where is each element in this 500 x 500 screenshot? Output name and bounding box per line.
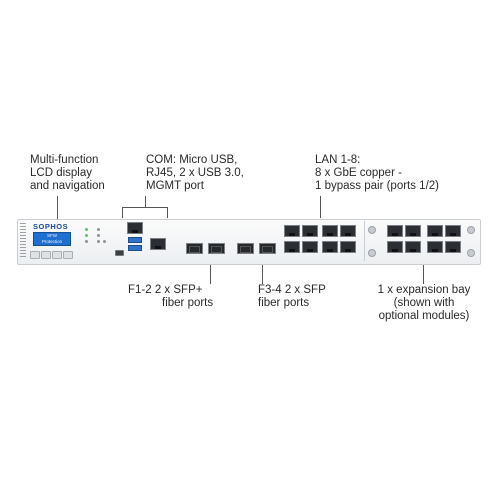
- status-led: [103, 240, 106, 243]
- lan-port-4[interactable]: [302, 241, 318, 253]
- com-line-1: COM: Micro USB,: [146, 154, 238, 166]
- module-port[interactable]: [405, 241, 421, 253]
- multifunction-line-2: LCD display: [30, 167, 92, 179]
- module-port[interactable]: [387, 241, 403, 253]
- multifunction-leader: [57, 196, 58, 220]
- com-line-2: RJ45, 2 x USB 3.0,: [146, 167, 244, 179]
- module-port[interactable]: [427, 241, 443, 253]
- lcd-line-2: Protection: [41, 238, 63, 244]
- com-line-3: MGMT port: [146, 180, 204, 192]
- bay-screw-icon: [467, 226, 475, 234]
- lan-leader: [320, 196, 321, 218]
- status-led: [85, 234, 88, 237]
- sfp-plus-port-f2[interactable]: [208, 243, 225, 254]
- nav-button-right[interactable]: [63, 251, 73, 259]
- sfp-port-f3[interactable]: [237, 243, 254, 254]
- multifunction-line-3: and navigation: [30, 180, 105, 192]
- nav-button-up[interactable]: [41, 251, 51, 259]
- expansion-line-2: (shown with: [393, 297, 455, 309]
- f34-line-1: F3-4 2 x SFP: [258, 284, 326, 296]
- module-port[interactable]: [445, 241, 461, 253]
- lan-line-3: 1 bypass pair (ports 1/2): [315, 180, 440, 192]
- lan-line-1: LAN 1-8:: [315, 154, 361, 166]
- lan-port-3[interactable]: [302, 225, 318, 237]
- f12-line-1: F1-2 2 x SFP+: [128, 284, 203, 296]
- status-led: [97, 228, 100, 231]
- lan-port-1[interactable]: [284, 225, 300, 237]
- f34-line-2: fiber ports: [258, 297, 310, 309]
- micro-usb-port[interactable]: [115, 250, 124, 256]
- usb-port-2[interactable]: [128, 245, 142, 251]
- status-led: [85, 240, 88, 243]
- status-led: [97, 234, 100, 237]
- vent-grille: [20, 223, 26, 259]
- lan-port-7[interactable]: [340, 225, 356, 237]
- bay-screw-icon: [467, 249, 475, 257]
- com-rj45-port[interactable]: [127, 222, 143, 234]
- multifunction-label: Multi-function LCD display and navigatio…: [30, 154, 105, 193]
- lan-port-2[interactable]: [284, 241, 300, 253]
- lan-line-2: 8 x GbE copper -: [315, 167, 402, 179]
- lcd-display: SFW Protection: [33, 232, 71, 246]
- bay-screw-icon: [368, 226, 376, 234]
- multifunction-line-1: Multi-function: [30, 154, 99, 166]
- sfp-plus-port-f1[interactable]: [186, 243, 203, 254]
- nav-button-down[interactable]: [52, 251, 62, 259]
- nav-button-left[interactable]: [30, 251, 40, 259]
- expansion-line-3: optional modules): [378, 310, 470, 322]
- lan-label: LAN 1-8: 8 x GbE copper - 1 bypass pair …: [315, 154, 439, 193]
- status-led: [85, 228, 88, 231]
- mgmt-port[interactable]: [150, 238, 166, 250]
- f12-line-2: fiber ports: [162, 297, 214, 309]
- expansion-leader: [423, 262, 424, 284]
- bay-screw-icon: [368, 249, 376, 257]
- sfp-port-f4[interactable]: [259, 243, 276, 254]
- status-led: [97, 240, 100, 243]
- module-port[interactable]: [445, 225, 461, 237]
- lcd-line-1: SFW: [47, 233, 57, 238]
- com-leader: [145, 196, 146, 208]
- expansion-line-1: 1 x expansion bay: [377, 284, 471, 296]
- com-bracket: [122, 207, 168, 218]
- f12-label: F1-2 2 x SFP+ fiber ports: [128, 284, 213, 310]
- brand-logo: SOPHOS: [33, 222, 69, 231]
- com-label: COM: Micro USB, RJ45, 2 x USB 3.0, MGMT …: [146, 154, 244, 193]
- lan-port-8[interactable]: [340, 241, 356, 253]
- expansion-label: 1 x expansion bay (shown with optional m…: [360, 284, 488, 323]
- module-port[interactable]: [405, 225, 421, 237]
- lan-port-6[interactable]: [322, 241, 338, 253]
- f34-leader: [262, 256, 263, 284]
- f34-label: F3-4 2 x SFP fiber ports: [258, 284, 326, 310]
- lan-port-5[interactable]: [322, 225, 338, 237]
- f12-leader: [210, 256, 211, 284]
- module-port[interactable]: [387, 225, 403, 237]
- usb-port-1[interactable]: [128, 237, 142, 243]
- module-port[interactable]: [427, 225, 443, 237]
